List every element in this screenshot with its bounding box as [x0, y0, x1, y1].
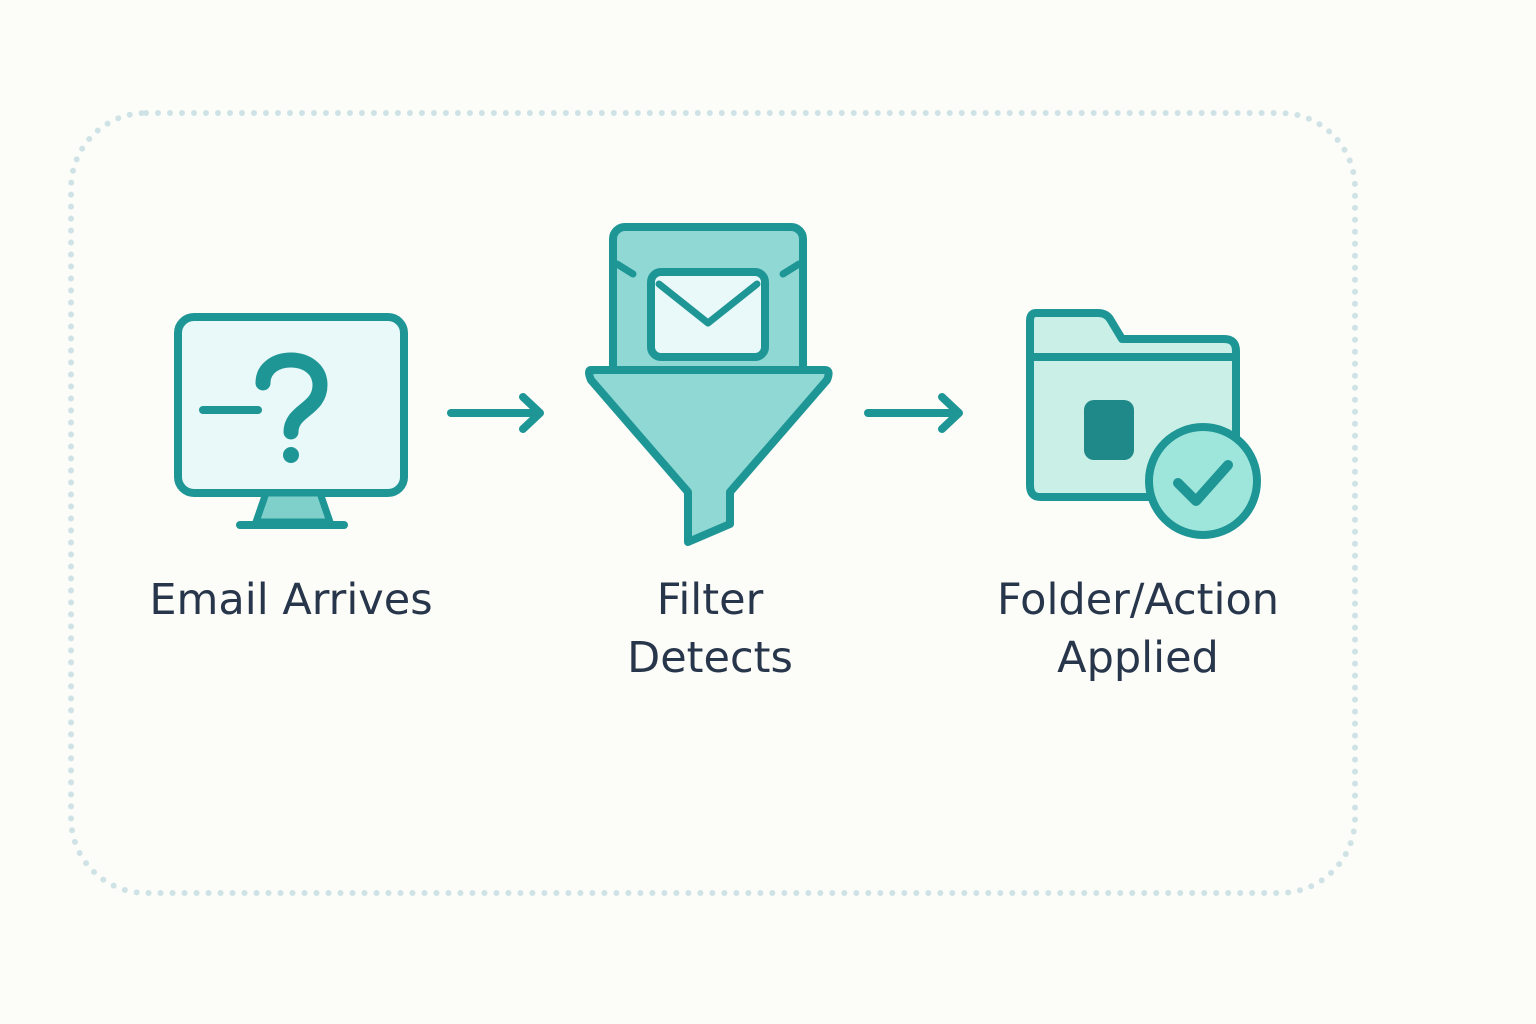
step-label-line: Filter — [656, 575, 764, 625]
computer-question-icon — [170, 310, 415, 535]
dotted-frame — [68, 110, 1358, 896]
step-label-line: Email Arrives — [149, 575, 433, 625]
folder-check-icon — [1022, 305, 1264, 545]
step-label-email-arrives: Email Arrives — [141, 571, 441, 629]
step-label-line: Applied — [1057, 633, 1219, 683]
step-label-filter-detects: Filter Detects — [560, 571, 860, 687]
email-filter-funnel-icon — [585, 222, 835, 547]
step-label-folder-action-applied: Folder/Action Applied — [968, 571, 1308, 687]
arrow-right-icon — [862, 392, 968, 434]
step-label-line: Folder/Action — [996, 575, 1280, 625]
arrow-right-icon — [445, 392, 549, 434]
step-label-line: Detects — [627, 633, 793, 683]
